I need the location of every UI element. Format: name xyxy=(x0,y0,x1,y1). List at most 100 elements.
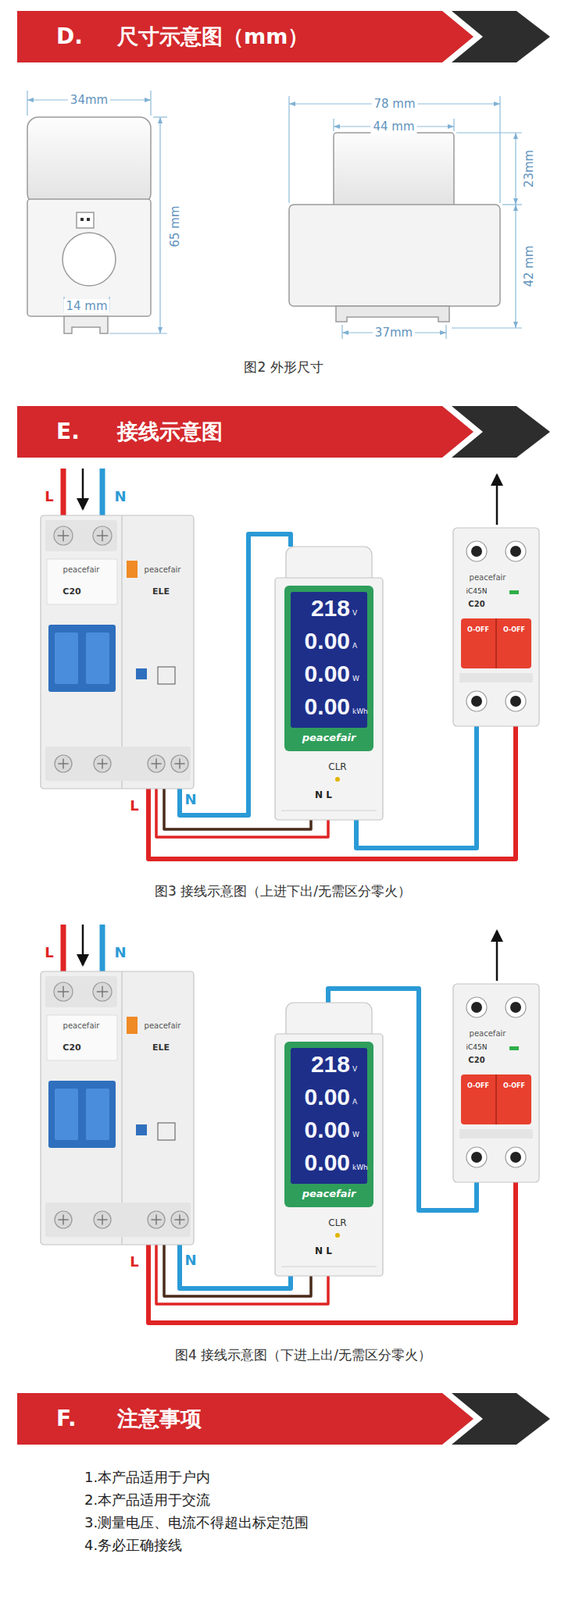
terminal-screw xyxy=(53,526,73,546)
terminal-ring xyxy=(466,541,487,562)
terminal-ring xyxy=(505,1147,526,1169)
terminal-ring xyxy=(466,997,487,1019)
display-reading: 218 xyxy=(310,595,351,623)
output-arrow xyxy=(496,931,499,982)
section-letter: D. xyxy=(56,10,83,63)
unit-label: A xyxy=(352,642,358,651)
terminal-hole xyxy=(471,1152,483,1164)
brand-label: peacefair xyxy=(63,1021,101,1032)
terminal-block xyxy=(45,746,191,782)
screw-slot xyxy=(62,986,65,998)
unit-label: V xyxy=(352,609,358,618)
extension-line xyxy=(502,203,522,205)
section-letter: E. xyxy=(56,406,80,458)
neutral-lead xyxy=(100,468,106,519)
display-reading: 0.00 xyxy=(304,1150,351,1178)
terminal-hole xyxy=(510,696,522,708)
dimension-label: 37mm xyxy=(372,325,415,340)
terminal-screw xyxy=(93,755,111,773)
switch-label: O-OFF xyxy=(467,626,490,634)
screw-slot xyxy=(178,758,181,769)
rcd-breaker: peacefairC20peacefairELE xyxy=(40,515,194,790)
banner-chevron xyxy=(451,1393,551,1446)
display-reading: 0.00 xyxy=(304,1117,351,1145)
model-label: ELE xyxy=(152,587,170,598)
mini-breaker-outline xyxy=(453,528,540,727)
note-item: 4.务必正确接线 xyxy=(84,1537,183,1555)
wire-label: L xyxy=(44,488,54,506)
brand-label: peacefair xyxy=(144,1021,182,1032)
symbol-box xyxy=(157,1123,176,1141)
port-square xyxy=(76,212,94,229)
terminal-ring xyxy=(505,541,526,562)
extension-line xyxy=(499,96,501,204)
screw-slot xyxy=(101,986,104,998)
body-band xyxy=(459,1129,533,1140)
rail-clip xyxy=(64,316,108,334)
toggle-housing xyxy=(48,625,116,693)
status-indicator xyxy=(509,1046,519,1051)
terminal-block xyxy=(45,976,118,1008)
mini-breaker: peacefairiC45NC20O-OFFO-OFF xyxy=(453,984,540,1183)
label-plate xyxy=(46,559,118,605)
screw-slot xyxy=(62,758,65,769)
terminal-screw xyxy=(171,1211,189,1230)
section-banner: D. 尺寸示意图（mm） xyxy=(17,10,552,63)
terminal-block xyxy=(45,520,118,552)
terminal-hole xyxy=(471,1002,483,1014)
dimension-lines xyxy=(27,90,522,340)
model-label: ELE xyxy=(152,1043,170,1055)
button-label: CLR xyxy=(328,1218,347,1230)
reset-button xyxy=(135,668,147,680)
unit-label: kWh xyxy=(352,707,369,716)
toggle-lever xyxy=(85,1089,110,1141)
paddle-divider xyxy=(495,618,497,669)
display-frame xyxy=(284,1042,374,1208)
extension-line xyxy=(453,118,454,132)
banner-chevron xyxy=(451,406,551,458)
dimension-label: 44 mm xyxy=(370,119,417,134)
terminal-hole xyxy=(510,546,522,558)
toggle-lever xyxy=(54,632,79,685)
dimension-label: 23mm xyxy=(521,150,536,188)
brand-label: peacefair xyxy=(302,1189,357,1201)
dimension-label: 42 mm xyxy=(521,245,536,287)
screw-slot xyxy=(62,1214,65,1226)
wire-label: N xyxy=(184,791,197,809)
reset-button xyxy=(135,1125,147,1137)
extension-line xyxy=(451,327,522,329)
terminal-label: N L xyxy=(314,790,333,802)
unit-label: W xyxy=(352,1131,360,1140)
banner-band xyxy=(17,406,474,458)
clear-button xyxy=(335,777,340,783)
banner-band xyxy=(17,10,474,63)
terminal-ring xyxy=(505,997,526,1019)
note-item: 3.测量电压、电流不得超出标定范围 xyxy=(84,1515,309,1533)
terminal-ring xyxy=(466,1147,487,1169)
display-reading: 0.00 xyxy=(304,1084,351,1112)
terminal-screw xyxy=(171,755,189,773)
terminal-screw xyxy=(147,1211,165,1230)
clear-button xyxy=(335,1233,340,1239)
rcd-breaker-outline xyxy=(40,515,194,790)
toggle-housing xyxy=(48,1081,116,1149)
wire-label: L xyxy=(129,1254,139,1272)
model-label: iC45N xyxy=(466,1043,488,1052)
section-letter: F. xyxy=(56,1393,77,1446)
front-view xyxy=(27,117,151,334)
terminal-hole xyxy=(510,1002,522,1014)
terminal-hole xyxy=(510,1152,522,1164)
screw-slot xyxy=(101,530,104,542)
wire-label: N xyxy=(184,1252,197,1270)
extension-line xyxy=(341,325,343,340)
model-label: iC45N xyxy=(466,587,488,596)
section-banner: F.注意事项 xyxy=(17,1393,552,1446)
section-title: 尺寸示意图（mm） xyxy=(117,10,309,63)
display-reading: 0.00 xyxy=(304,628,351,656)
toggle-lever xyxy=(54,1089,79,1141)
switch-label: O-OFF xyxy=(467,1082,490,1090)
output-arrow xyxy=(496,475,499,526)
display-reading: 0.00 xyxy=(304,693,351,722)
figure-caption: 图3 接线示意图（上进下出/无需区分零火） xyxy=(154,883,411,900)
brand-label: peacefair xyxy=(63,565,101,576)
